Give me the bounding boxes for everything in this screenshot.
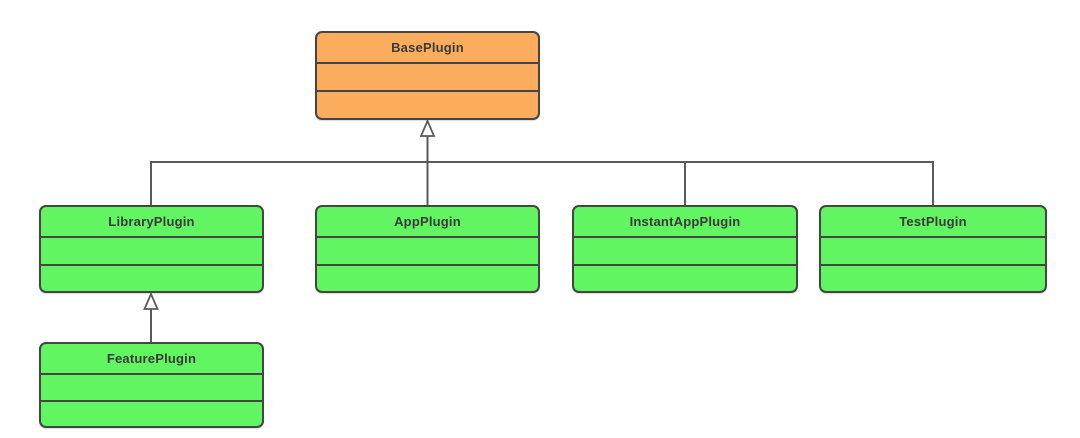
class-name-libraryplugin: LibraryPlugin [108, 214, 195, 229]
class-attributes-compartment [574, 236, 796, 264]
class-methods-compartment [821, 263, 1045, 292]
generalization-arrowhead-baseplugin-icon [419, 118, 436, 137]
class-attributes-compartment [41, 373, 262, 400]
class-methods-compartment [574, 263, 796, 292]
class-attributes-compartment [317, 62, 538, 90]
connector-bus [150, 161, 934, 205]
class-box-testplugin: TestPlugin [819, 205, 1047, 293]
class-name-baseplugin: BasePlugin [391, 40, 464, 55]
class-attributes-compartment [317, 236, 538, 264]
class-box-appplugin: AppPlugin [315, 205, 540, 293]
generalization-arrowhead-libraryplugin-icon [143, 291, 159, 310]
class-methods-compartment [317, 90, 538, 118]
class-box-libraryplugin: LibraryPlugin [39, 205, 264, 293]
class-name-testplugin: TestPlugin [899, 214, 967, 229]
class-name-appplugin: AppPlugin [394, 214, 461, 229]
class-methods-compartment [317, 263, 538, 292]
class-box-instantappplugin: InstantAppPlugin [572, 205, 798, 293]
class-name-instantappplugin: InstantAppPlugin [629, 214, 741, 229]
class-attributes-compartment [41, 236, 262, 264]
class-box-baseplugin: BasePlugin [315, 31, 540, 120]
class-methods-compartment [41, 399, 262, 427]
class-name-featureplugin: FeaturePlugin [106, 351, 197, 366]
class-attributes-compartment [821, 236, 1045, 264]
class-box-featureplugin: FeaturePlugin [39, 342, 264, 428]
class-methods-compartment [41, 263, 262, 292]
